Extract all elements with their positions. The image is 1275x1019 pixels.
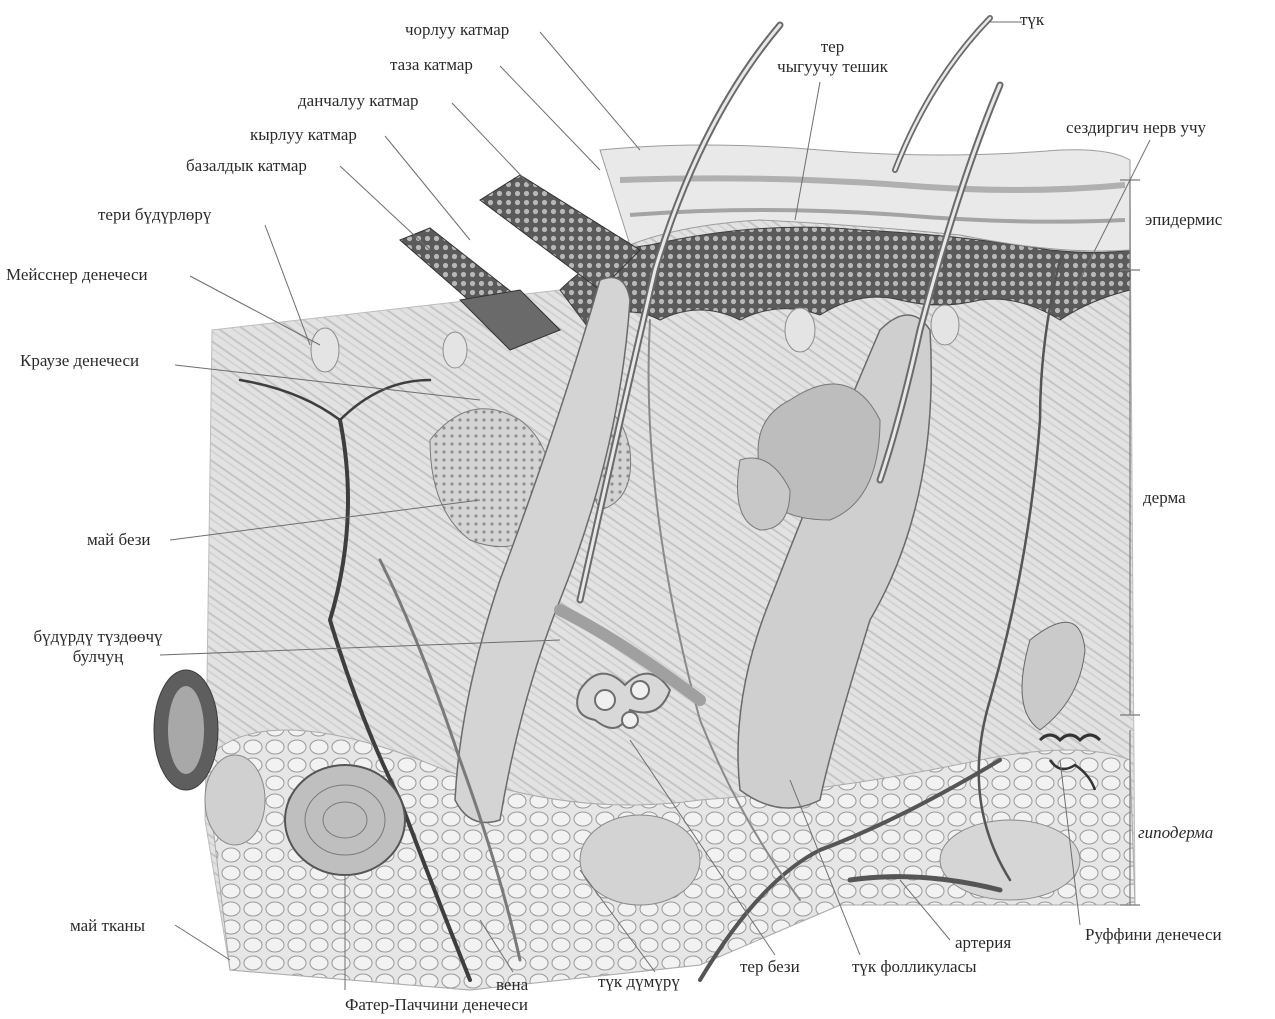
- label-sweat-pore-line1: тер: [740, 37, 925, 57]
- label-meissner: Мейсснер денечеси: [6, 265, 148, 285]
- label-ter-bezi: тер бези: [740, 957, 800, 977]
- label-vena: вена: [496, 975, 528, 995]
- label-gipoderma: гиподерма: [1138, 823, 1213, 843]
- label-derma: дерма: [1143, 488, 1186, 508]
- label-fater-pacchini: Фатер-Паччини денечеси: [345, 995, 528, 1015]
- label-bazaldyk-katmar: базалдык катмар: [186, 156, 307, 176]
- label-krauze: Краузе денечеси: [20, 351, 139, 371]
- label-danchaluu-katmar: данчалуу катмар: [298, 91, 419, 111]
- label-muscle-line1: бүдүрдү түздөөчү: [8, 627, 188, 647]
- label-teri-budurloru: тери бүдүрлөрү: [98, 205, 211, 225]
- label-mai-tkany: май тканы: [70, 916, 145, 936]
- pacinian-corpuscle: [285, 765, 405, 875]
- label-taza-katmar: таза катмар: [390, 55, 473, 75]
- label-epidermis: эпидермис: [1145, 210, 1222, 230]
- label-arteriya: артерия: [955, 933, 1011, 953]
- label-tuk-dumuru: түк дүмүрү: [598, 972, 680, 992]
- label-sweat-pore-line2: чыгуучу тешик: [740, 57, 925, 77]
- label-nerv-uchu: сездиргич нерв учу: [1066, 118, 1206, 138]
- label-corluu-katmar: чорлуу катмар: [405, 20, 509, 40]
- label-tuk-follikulasy: түк фолликуласы: [852, 957, 977, 977]
- label-muscle-line2: булчуң: [8, 647, 188, 667]
- label-tuk: түк: [1020, 10, 1044, 30]
- label-muscle: бүдүрдү түздөөчү булчуң: [8, 627, 188, 667]
- label-sweat-pore: тер чыгуучу тешик: [740, 37, 925, 77]
- label-ruffini: Руффини денечеси: [1085, 925, 1222, 945]
- label-kyrluu-katmar: кырлуу катмар: [250, 125, 357, 145]
- label-mai-bezi: май бези: [87, 530, 151, 550]
